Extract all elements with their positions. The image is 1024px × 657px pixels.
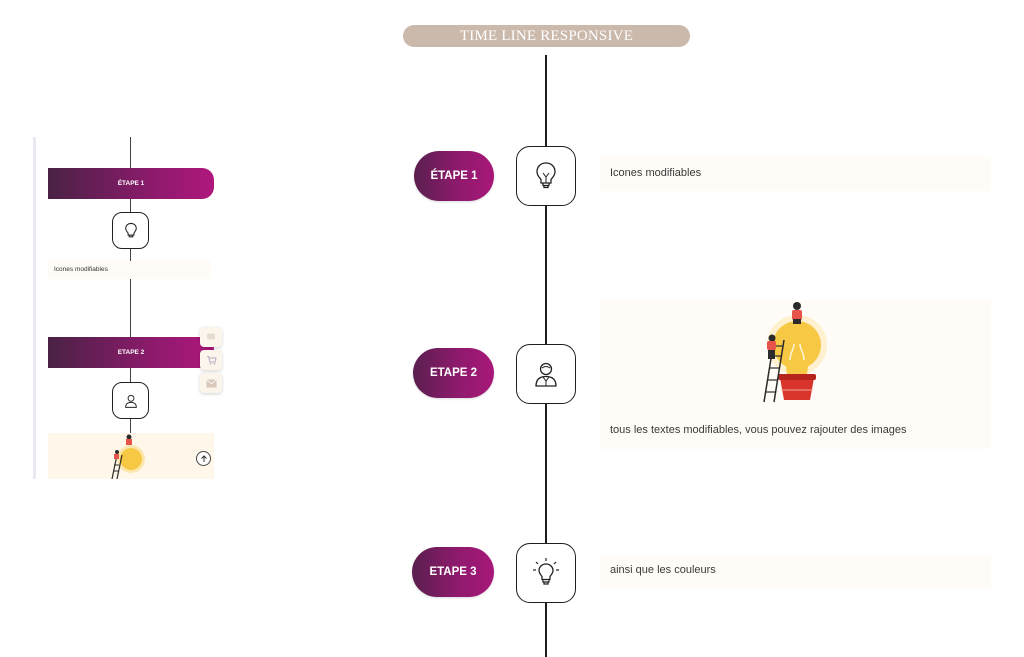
preview-step-2-image-panel [48, 433, 214, 479]
step-1-label: ÉTAPE 1 [414, 151, 494, 201]
lightbulb-icon [536, 162, 556, 189]
step-3-icon-box [516, 543, 576, 603]
preview-step-1-icon-box [112, 212, 149, 249]
step-2-label: ETAPE 2 [413, 348, 494, 398]
user-icon [535, 362, 557, 387]
step-1-icon-box [516, 146, 576, 206]
preview-step-2-icon-box [112, 382, 149, 419]
preview-chat-button[interactable] [200, 327, 222, 347]
idea-bulb-icon [533, 558, 559, 585]
lightbulb-icon [124, 222, 137, 237]
chat-icon [207, 333, 215, 340]
step-2-icon-box [516, 344, 576, 404]
step-1-panel: Icones modifiables [600, 157, 991, 191]
step-2-panel: tous les textes modifiables, vous pouvez… [600, 300, 991, 449]
step-3-panel: ainsi que les couleurs [600, 555, 991, 589]
preview-mail-button[interactable] [200, 373, 222, 393]
page-title: TIME LINE RESPONSIVE [403, 25, 690, 47]
preview-step-1-label: ÉTAPE 1 [48, 168, 214, 199]
preview-edge [33, 137, 36, 479]
bulb-ladder-illustration [763, 302, 827, 403]
preview-scroll-top-button[interactable] [196, 451, 211, 466]
step-3-text: ainsi que les couleurs [610, 564, 716, 576]
step-2-text: tous les textes modifiables, vous pouvez… [610, 424, 907, 436]
bulb-ladder-illustration [111, 434, 145, 479]
mail-icon [205, 378, 217, 387]
step-1-text: Icones modifiables [610, 167, 702, 179]
preview-cart-button[interactable] [200, 350, 222, 370]
step-3-label: ETAPE 3 [412, 547, 494, 597]
arrow-up-icon [200, 454, 207, 462]
cart-icon [206, 356, 217, 365]
preview-timeline-line [130, 137, 131, 479]
user-icon [124, 394, 137, 408]
preview-step-1-text: Icones modifiables [48, 261, 211, 279]
responsive-preview: ÉTAPE 1 Icones modifiables ETAPE 2 [33, 137, 223, 479]
preview-step-2-label: ETAPE 2 [48, 337, 214, 368]
